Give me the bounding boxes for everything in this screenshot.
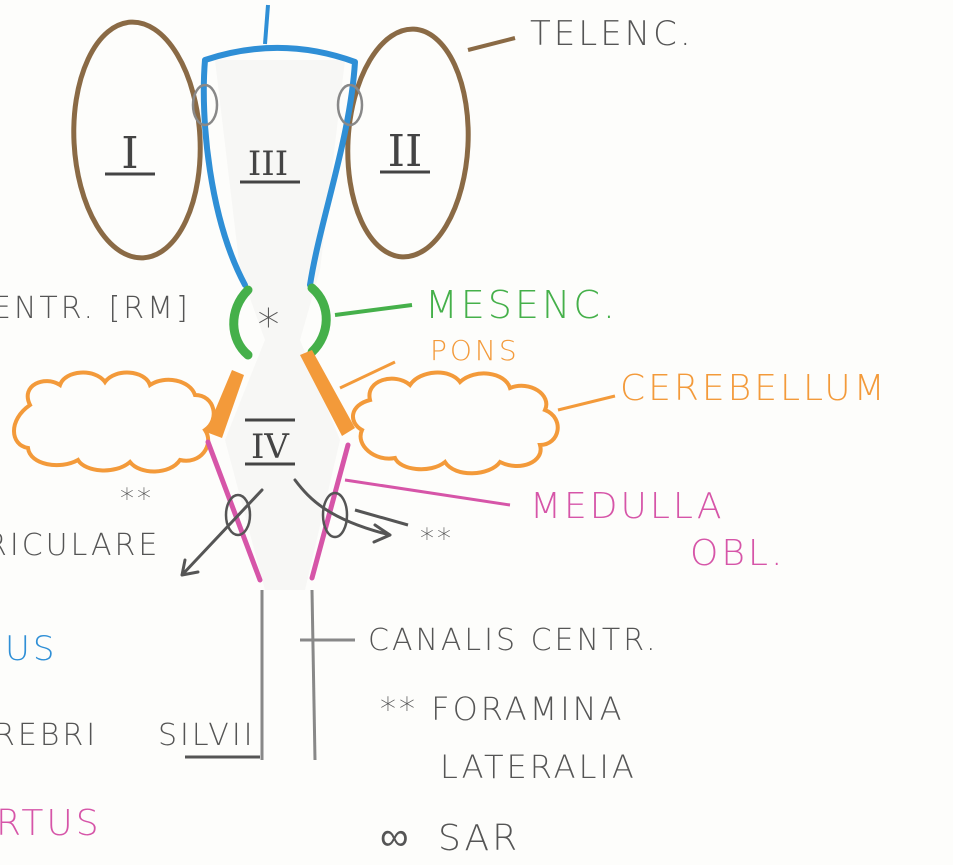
foramen-interventriculare-right — [336, 83, 364, 127]
cerebellum-pointer-line — [557, 394, 616, 412]
cerebellum-right-cloud — [351, 370, 560, 476]
ventricle-second-numeral: II — [388, 126, 423, 177]
label-telenc: TELENC. — [530, 14, 694, 54]
aqueduct-star: * — [258, 300, 283, 351]
foramen-laterale-right — [321, 491, 349, 539]
ventricle-fourth-numeral: IV — [251, 427, 290, 467]
foramen-interventriculare-left — [191, 83, 219, 127]
right-double-star: ** — [420, 522, 454, 555]
label-left-reticulare: RICULARE — [0, 528, 160, 563]
cerebellum-left-cloud — [12, 370, 216, 474]
label-lateralia: LATERALIA — [440, 748, 637, 786]
telencephalon-left-hemisphere — [71, 19, 203, 261]
pons-pointer-line — [339, 360, 396, 390]
central-canal-right — [310, 589, 317, 761]
foramen-laterale-left — [224, 493, 252, 537]
medulla-left-line — [205, 439, 263, 583]
label-medulla: MEDULLA — [530, 486, 724, 527]
label-foramina: ** FORAMINA — [380, 690, 624, 728]
right-foramen-pointer-line — [354, 508, 409, 527]
third-ventricle-top-stroke — [263, 4, 270, 45]
label-cerebellum: CEREBELLUM — [620, 368, 888, 409]
left-outflow-arrow — [180, 488, 264, 577]
mesencephalon-right-arc — [307, 283, 331, 357]
label-sar: SAR — [438, 818, 520, 859]
ventricle-third-numeral: III — [248, 144, 288, 184]
sar-symbol: ∞ — [380, 814, 412, 860]
label-medulla-obl: OBL. — [690, 533, 785, 574]
pons-left-band — [206, 370, 244, 438]
label-left-apertus: RTUS — [0, 803, 102, 844]
right-outflow-arrow — [293, 478, 392, 544]
mesenc-pointer-line — [334, 303, 413, 317]
label-mesenc: MESENC. — [425, 283, 618, 327]
ventricle-shading — [215, 60, 345, 590]
pons-right-band — [300, 350, 355, 436]
label-left-silvii: SILVII — [158, 718, 256, 753]
medulla-pointer-line — [344, 478, 511, 507]
left-double-star: ** — [120, 482, 154, 515]
telenc-pointer-line — [467, 36, 516, 52]
telencephalon-right-hemisphere — [345, 26, 471, 260]
label-left-centr: ENTR. [RM] — [0, 291, 191, 326]
label-left-blue: IUS — [0, 629, 58, 669]
ventricle-first-numeral: I — [121, 128, 138, 179]
label-left-cerebri: REBRI — [0, 718, 98, 753]
label-pons: PONS — [430, 334, 520, 367]
mesencephalon-left-arc — [229, 285, 253, 360]
label-canalis-centr: CANALIS CENTR. — [368, 623, 659, 658]
